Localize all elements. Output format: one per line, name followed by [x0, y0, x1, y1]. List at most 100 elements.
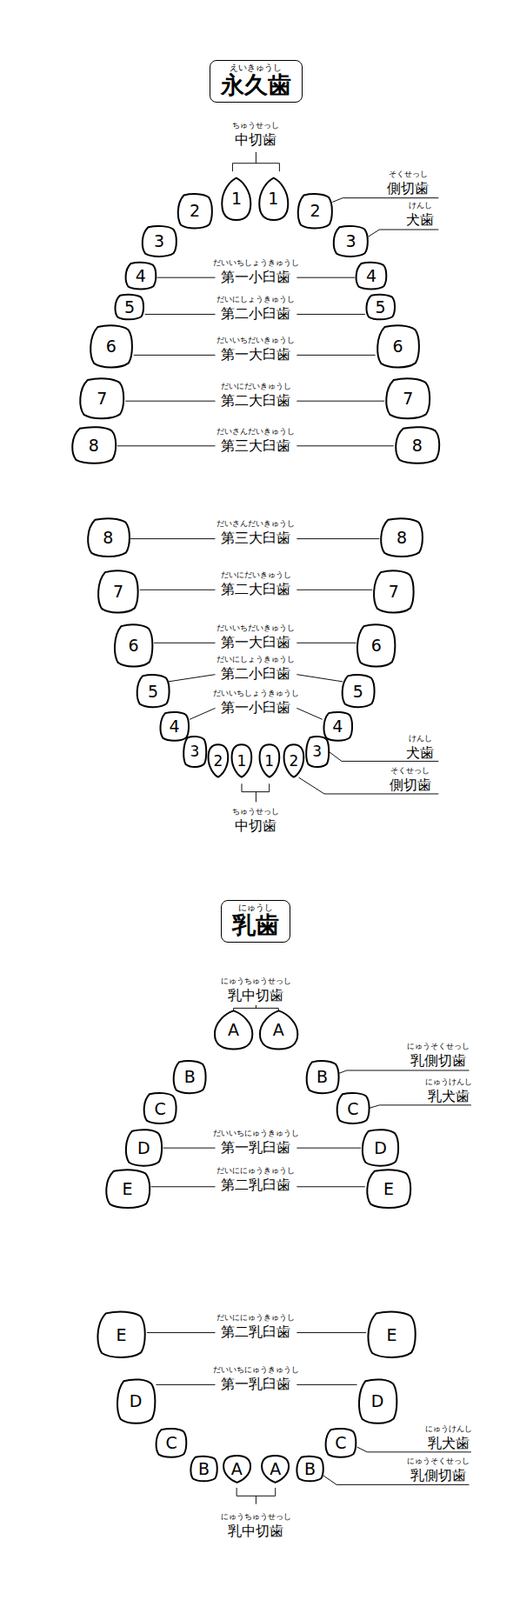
tooth-name: 第一乳臼歯 [220, 1377, 291, 1392]
tooth-shape [323, 711, 353, 740]
leader-line [367, 229, 439, 237]
tooth: 6 [375, 324, 421, 370]
furigana: けんし [408, 734, 433, 743]
tooth-shape [214, 1011, 253, 1050]
tooth: 8 [70, 426, 118, 466]
tooth-shape [126, 1130, 162, 1167]
furigana: そくせっし [390, 766, 430, 775]
tooth: 2 [296, 193, 334, 230]
tooth-shape [381, 518, 424, 557]
tooth-number: B [184, 1068, 196, 1086]
bracket [236, 1487, 276, 1505]
tooth-shape [106, 1169, 150, 1208]
tooth-number: 5 [124, 299, 135, 316]
tooth: 5 [340, 673, 376, 709]
tooth-name: 側切歯 [389, 778, 432, 793]
tooth-name: 第二乳臼歯 [220, 1178, 291, 1193]
tooth: 1 [230, 743, 254, 779]
heading-box: にゅうし乳歯 [220, 899, 291, 943]
furigana: ちゅうせっし [232, 807, 280, 816]
tooth-shape [156, 1428, 187, 1458]
tooth: B [189, 1455, 219, 1482]
tooth-number: 7 [402, 390, 414, 407]
tooth: 6 [355, 623, 397, 669]
tooth-shape [306, 736, 329, 767]
tooth-shape [366, 294, 395, 320]
furigana: ちゅうせっし [232, 121, 280, 130]
tooth-number: 6 [106, 338, 117, 355]
tooth-name: 第二小臼歯 [220, 666, 291, 681]
furigana: にゅうそくせっし [406, 1457, 470, 1466]
leader-line [369, 1105, 472, 1109]
bracket [241, 783, 270, 802]
tooth-number: E [383, 1180, 394, 1198]
bracket [232, 152, 280, 172]
tooth-shape [368, 1312, 416, 1358]
tooth-number: 4 [169, 718, 180, 735]
tooth: 3 [305, 735, 330, 769]
tooth: D [115, 1378, 157, 1426]
furigana: だいににゅうきゅうし [216, 1166, 295, 1175]
furigana: だいにだいきゅうし [220, 382, 292, 391]
tooth-shape [298, 193, 333, 228]
tooth-number: 3 [190, 744, 200, 760]
tooth-shape [173, 1060, 207, 1093]
furigana: だいいちにゅうきゅうし [213, 1365, 300, 1374]
tooth: C [324, 1427, 358, 1459]
tooth-shape [357, 624, 395, 667]
tooth-shape [90, 325, 133, 367]
tooth-number: 2 [189, 202, 200, 220]
bracket [233, 1005, 280, 1015]
furigana: にゅうし [238, 902, 274, 913]
tooth-number: 4 [135, 267, 147, 285]
tooth-number: 3 [312, 744, 322, 760]
tooth-name: 中切歯 [234, 133, 277, 147]
heading-box: えいきゅうし永久歯 [209, 59, 303, 103]
furigana: そくせっし [388, 170, 428, 179]
furigana: にゅうちゅうせっし [220, 977, 292, 986]
tooth: B [172, 1059, 207, 1095]
tooth-number: 8 [396, 529, 407, 547]
tooth-shape [232, 744, 253, 777]
tooth-name: 第一大臼歯 [220, 347, 291, 362]
tooth: B [295, 1455, 325, 1482]
tooth-name: 乳中切歯 [227, 1524, 284, 1539]
tooth: D [360, 1128, 400, 1168]
tooth: 5 [365, 293, 396, 320]
tooth-number: 2 [213, 753, 224, 769]
tooth: 5 [113, 293, 145, 320]
furigana: にゅうちゅうせっし [220, 1512, 292, 1521]
tooth-shape [326, 1428, 357, 1458]
furigana: だいにしょうきゅうし [216, 295, 295, 304]
tooth: D [124, 1128, 164, 1168]
tooth: 3 [182, 735, 207, 769]
furigana: だいいちだいきゅうし [216, 336, 295, 345]
tooth-shape [208, 744, 229, 777]
tooth-shape [159, 711, 189, 740]
tooth-shape [306, 1060, 339, 1093]
tooth-name: 第一大臼歯 [220, 635, 291, 650]
tooth-shape [261, 1455, 289, 1483]
tooth-number: E [386, 1326, 397, 1344]
tooth-number: 3 [153, 233, 165, 250]
tooth-number: D [129, 1392, 143, 1410]
tooth-shape [259, 1011, 298, 1050]
tooth: C [154, 1427, 188, 1459]
tooth-name: 乳側切歯 [410, 1468, 467, 1483]
furigana: だいいちだいきゅうし [216, 624, 295, 633]
tooth-name: 第一小臼歯 [220, 270, 291, 285]
tooth-number: A [269, 1460, 281, 1478]
tooth-number: 1 [267, 190, 279, 207]
tooth-number: C [334, 1434, 347, 1452]
tooth-name: 第二大臼歯 [220, 582, 291, 597]
tooth-number: 4 [332, 718, 343, 735]
tooth-shape [117, 1379, 155, 1423]
tooth-shape [362, 1130, 399, 1167]
leader-line [299, 777, 440, 794]
tooth: A [212, 1009, 255, 1051]
tooth-number: 2 [309, 202, 320, 220]
tooth-shape [99, 570, 140, 613]
tooth-name: 第一乳臼歯 [220, 1140, 291, 1155]
